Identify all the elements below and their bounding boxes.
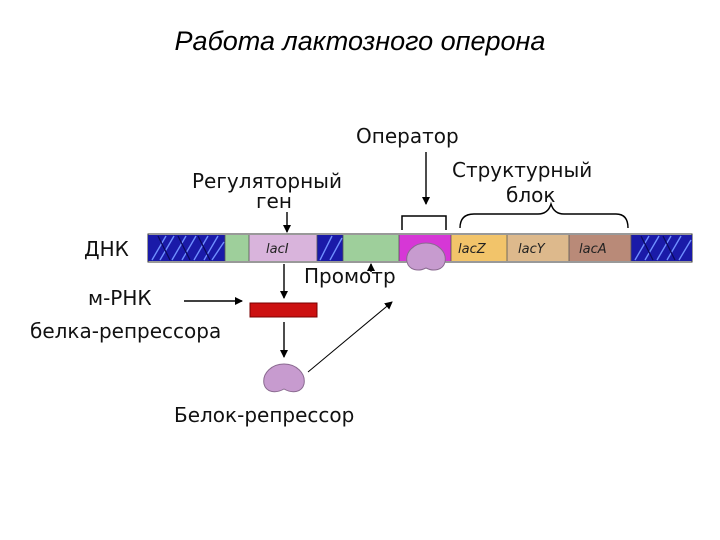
- repressor-protein-shape: [264, 364, 305, 392]
- dna-segment-middle: [317, 235, 343, 261]
- structural-block-label-line1: Структурный: [452, 158, 592, 182]
- mrna-label-line2: белка-репрессора: [30, 319, 221, 343]
- regulatory-spacer-segment: [225, 235, 249, 261]
- repressor-protein-label: Белок-репрессор: [174, 403, 354, 427]
- operator-bracket: [402, 216, 446, 230]
- mrna-label-line1: м-РНК: [88, 286, 152, 310]
- structural-block-label-line2: блок: [506, 183, 555, 207]
- operator-label: Оператор: [356, 124, 459, 148]
- promoter-segment: [343, 235, 399, 261]
- bound-repressor-shape: [407, 243, 446, 270]
- repressor-binding-arrow: [308, 302, 392, 372]
- promoter-label: Промотр: [304, 264, 396, 288]
- dna-segment-right: [631, 235, 692, 261]
- structural-block-brace: [460, 204, 628, 228]
- lacy-gene-label: lacY: [518, 242, 546, 257]
- dna-label: ДНК: [84, 237, 129, 261]
- regulatory-gene-label-line2: ген: [256, 189, 292, 213]
- lacz-gene-label: lacZ: [458, 242, 487, 257]
- laca-gene-label: lacA: [579, 242, 607, 257]
- dna-segment-left: [148, 235, 225, 261]
- mrna-bar: [250, 303, 317, 317]
- laci-gene-label: lacI: [266, 242, 289, 257]
